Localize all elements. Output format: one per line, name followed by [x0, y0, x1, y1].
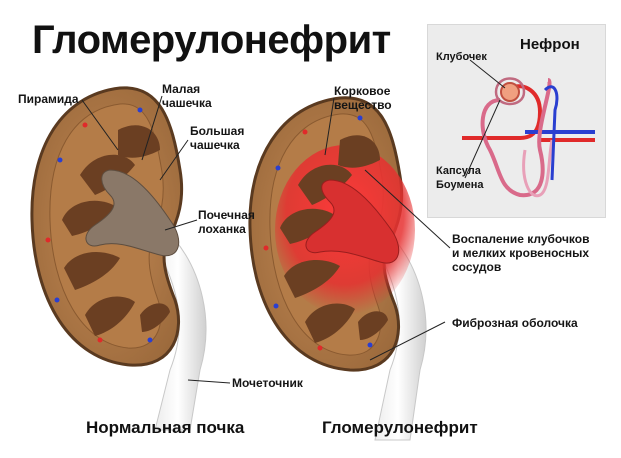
normal-vessels-dots [45, 107, 153, 343]
normal-kidney [30, 86, 207, 431]
label-renal-pelvis: Почечная лоханка [198, 208, 255, 236]
label-inflammation: Воспаление клубочков и мелких кровеносны… [452, 232, 590, 274]
nephron-tubule [480, 78, 552, 198]
label-cortex: Корковое вещество [334, 84, 392, 112]
page-title: Гломерулонефрит [32, 18, 391, 62]
caption-normal-kidney: Нормальная почка [86, 418, 245, 437]
label-ureter: Мочеточник [232, 376, 303, 390]
disease-kidney [248, 96, 427, 441]
label-fibrous-capsule: Фиброзная оболочка [452, 316, 578, 330]
normal-pyramids [62, 125, 170, 336]
nephron-loop [522, 139, 554, 198]
disease-pyramids [280, 135, 388, 343]
disease-vessels-dots [263, 115, 373, 351]
normal-renal-pelvis [85, 169, 180, 257]
caption-glomerulonephritis: Гломерулонефрит [322, 418, 478, 437]
nephron-title: Нефрон [520, 36, 580, 53]
leader-lines [81, 59, 506, 384]
nephron-vessel-loop [543, 85, 559, 181]
glomerulus-knot [500, 82, 520, 102]
nephron-panel [427, 24, 606, 218]
label-pyramid: Пирамида [18, 92, 79, 106]
label-minor-calyx: Малая чашечка [162, 82, 212, 110]
normal-ureter [149, 234, 207, 431]
label-major-calyx: Большая чашечка [190, 124, 245, 152]
nephron-illustration [462, 77, 595, 198]
label-glomerulus: Клубочек [436, 51, 487, 63]
bowman-capsule-shape [494, 77, 526, 106]
disease-renal-pelvis [305, 179, 400, 264]
label-bowman-capsule: Капсула Боумена [436, 165, 484, 191]
